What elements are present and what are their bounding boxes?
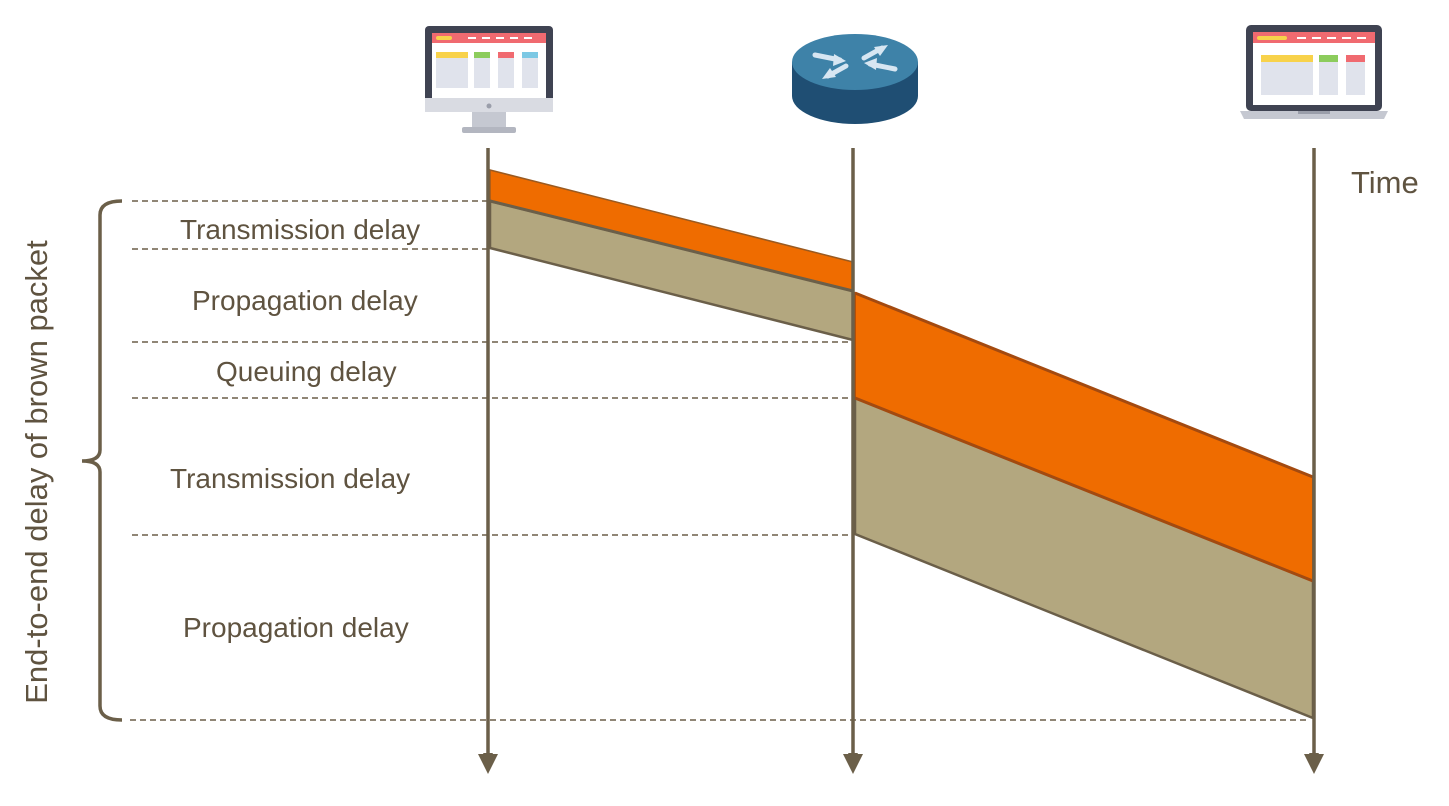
desktop-monitor-icon (425, 26, 553, 133)
delay-label-queuing: Queuing delay (216, 356, 397, 387)
timeline-arrowheads (478, 754, 1324, 774)
packet-boundary-line (489, 199, 854, 293)
dashed-guides (130, 200, 1310, 721)
arrowhead-icon (1304, 754, 1324, 774)
arrowhead-icon (843, 754, 863, 774)
end-to-end-brace (81, 199, 123, 722)
arrowhead-icon (478, 754, 498, 774)
packet-boundary-line (854, 396, 1314, 583)
delay-label-transmission-2: Transmission delay (170, 463, 410, 494)
timelines (483, 148, 1319, 763)
delay-label-propagation-2: Propagation delay (183, 612, 409, 643)
packet-boundary-line (854, 291, 1314, 479)
router-icon (792, 34, 918, 124)
delay-label-propagation-1: Propagation delay (192, 285, 418, 316)
delay-label-transmission-1: Transmission delay (180, 214, 420, 245)
laptop-icon (1240, 25, 1388, 119)
end-to-end-delay-label: End-to-end delay of brown packet (19, 240, 54, 704)
time-label: Time (1351, 165, 1419, 200)
